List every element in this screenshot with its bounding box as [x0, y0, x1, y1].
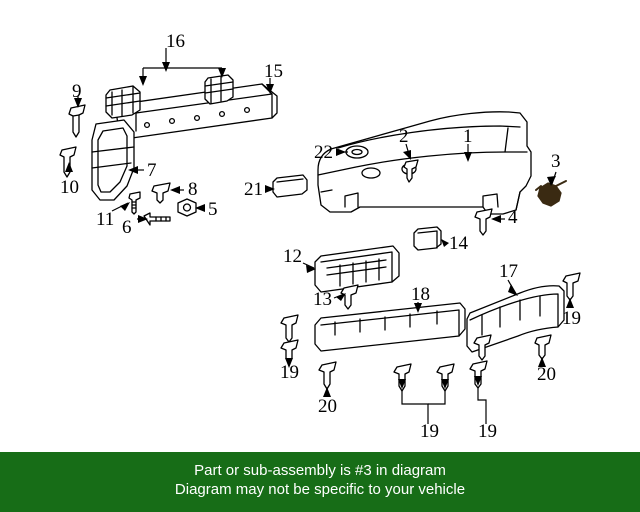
part-12-lower-grille	[314, 245, 400, 293]
callout-19-left: 19	[280, 362, 299, 383]
callout-2: 2	[399, 126, 409, 147]
callout-19-bottom-right: 19	[478, 421, 497, 442]
callout-4: 4	[508, 207, 518, 228]
callout-19-bottom-center: 19	[420, 421, 439, 442]
fastener-20-a	[534, 334, 552, 360]
callout-16: 16	[166, 31, 185, 52]
footer-line-1: Part or sub-assembly is #3 in diagram	[194, 462, 446, 479]
callout-21: 21	[244, 179, 263, 200]
callout-14: 14	[449, 233, 468, 254]
fastener-19-c2	[436, 363, 455, 392]
callout-15: 15	[264, 61, 283, 82]
fastener-19-d	[469, 360, 488, 389]
callout-12: 12	[283, 246, 302, 267]
fastener-19-a	[562, 272, 581, 301]
arrowheads	[65, 62, 574, 397]
part-2-clip	[403, 159, 419, 183]
fastener-19-b	[280, 314, 299, 343]
part-9-push-pin	[68, 104, 86, 138]
callout-5: 5	[208, 199, 218, 220]
callout-22: 22	[314, 142, 333, 163]
callout-10: 10	[60, 177, 79, 198]
callout-6: 6	[122, 217, 132, 238]
part-1-bumper-cover	[317, 111, 532, 215]
callout-18: 18	[411, 284, 430, 305]
fastener-20-b	[318, 361, 337, 390]
callout-17: 17	[499, 261, 518, 282]
fastener-19-d2	[473, 334, 492, 361]
callout-20-left: 20	[318, 396, 337, 417]
callout-20-right: 20	[537, 364, 556, 385]
callout-8: 8	[188, 179, 198, 200]
part-5-nut	[177, 198, 197, 217]
part-18-lower-molding	[314, 302, 466, 352]
callout-19-right: 19	[562, 308, 581, 329]
callout-7: 7	[147, 160, 157, 181]
part-13-clip	[340, 284, 359, 310]
part-21-side-seal	[272, 174, 308, 198]
callout-13: 13	[313, 289, 332, 310]
part-4-push-pin	[474, 208, 493, 236]
callout-9: 9	[72, 81, 82, 102]
footer-banner: Part or sub-assembly is #3 in diagram Di…	[0, 452, 640, 512]
part-7-side-retainer	[91, 119, 135, 201]
part-15-bracket-right	[204, 74, 234, 105]
fastener-19-c	[393, 363, 412, 392]
part-10-clip	[59, 146, 77, 178]
part-22-grommet	[345, 145, 369, 159]
part-16-reinforcement-beam	[116, 83, 278, 139]
part-6-bolt	[143, 212, 171, 226]
callout-1: 1	[463, 126, 473, 147]
callout-3: 3	[551, 151, 561, 172]
part-14-cap	[413, 226, 442, 251]
footer-line-2: Diagram may not be specific to your vehi…	[174, 481, 466, 498]
part-11-screw	[128, 191, 141, 215]
part-16-bracket-left	[105, 85, 141, 119]
part-8-clip	[151, 182, 171, 204]
callout-11: 11	[96, 209, 115, 230]
